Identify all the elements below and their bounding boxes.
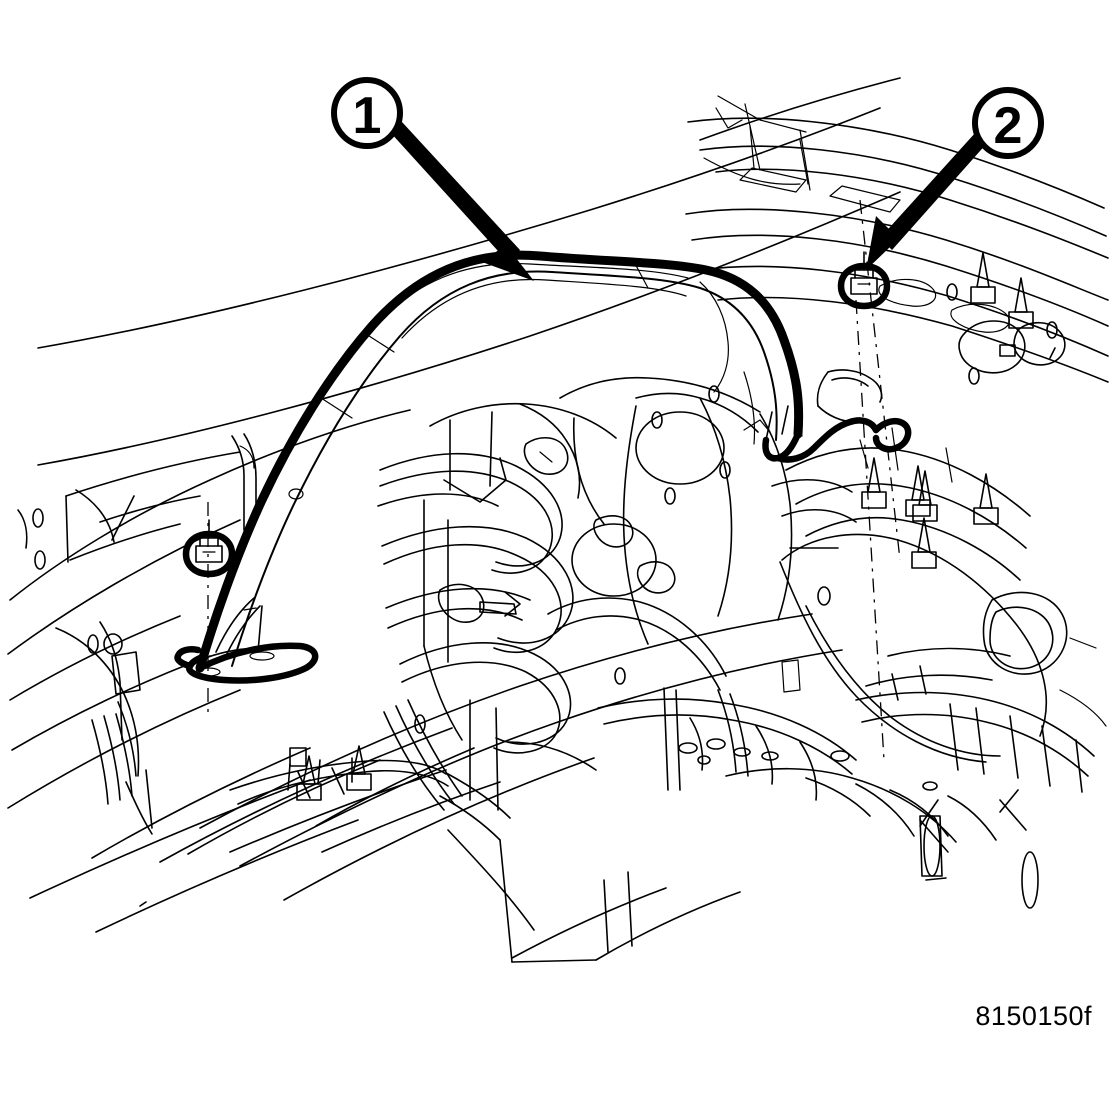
callout-1-circle[interactable] bbox=[331, 77, 403, 149]
callout-1-leader bbox=[390, 122, 520, 262]
firewall-panel bbox=[547, 376, 857, 791]
cowl-panel bbox=[685, 107, 1109, 383]
left-retainer-clip bbox=[182, 519, 236, 578]
strut-tower-and-engine-right bbox=[779, 283, 1107, 763]
frame-rail-lower bbox=[29, 613, 1095, 963]
retainer-clip bbox=[837, 251, 891, 310]
callout-1[interactable]: 1 bbox=[331, 77, 534, 281]
inner-fender-left bbox=[7, 409, 475, 859]
right-mount-bracket bbox=[762, 369, 912, 463]
callout-2-leader bbox=[880, 132, 988, 250]
figure-code-label: 8150150f bbox=[975, 1001, 1092, 1031]
hood-upper-body-lines bbox=[37, 77, 901, 466]
callout-2[interactable]: 2 bbox=[866, 87, 1044, 270]
hose-assembly bbox=[174, 250, 912, 684]
callout-2-number: 2 bbox=[994, 97, 1023, 155]
callout-2-arrowhead bbox=[866, 216, 912, 270]
callout-1-number: 1 bbox=[353, 87, 382, 145]
left-mount-flange bbox=[174, 597, 319, 684]
coolant-tube-cluster bbox=[377, 402, 617, 811]
callout-2-circle[interactable] bbox=[972, 87, 1044, 159]
callout-1-arrowhead bbox=[482, 230, 534, 281]
